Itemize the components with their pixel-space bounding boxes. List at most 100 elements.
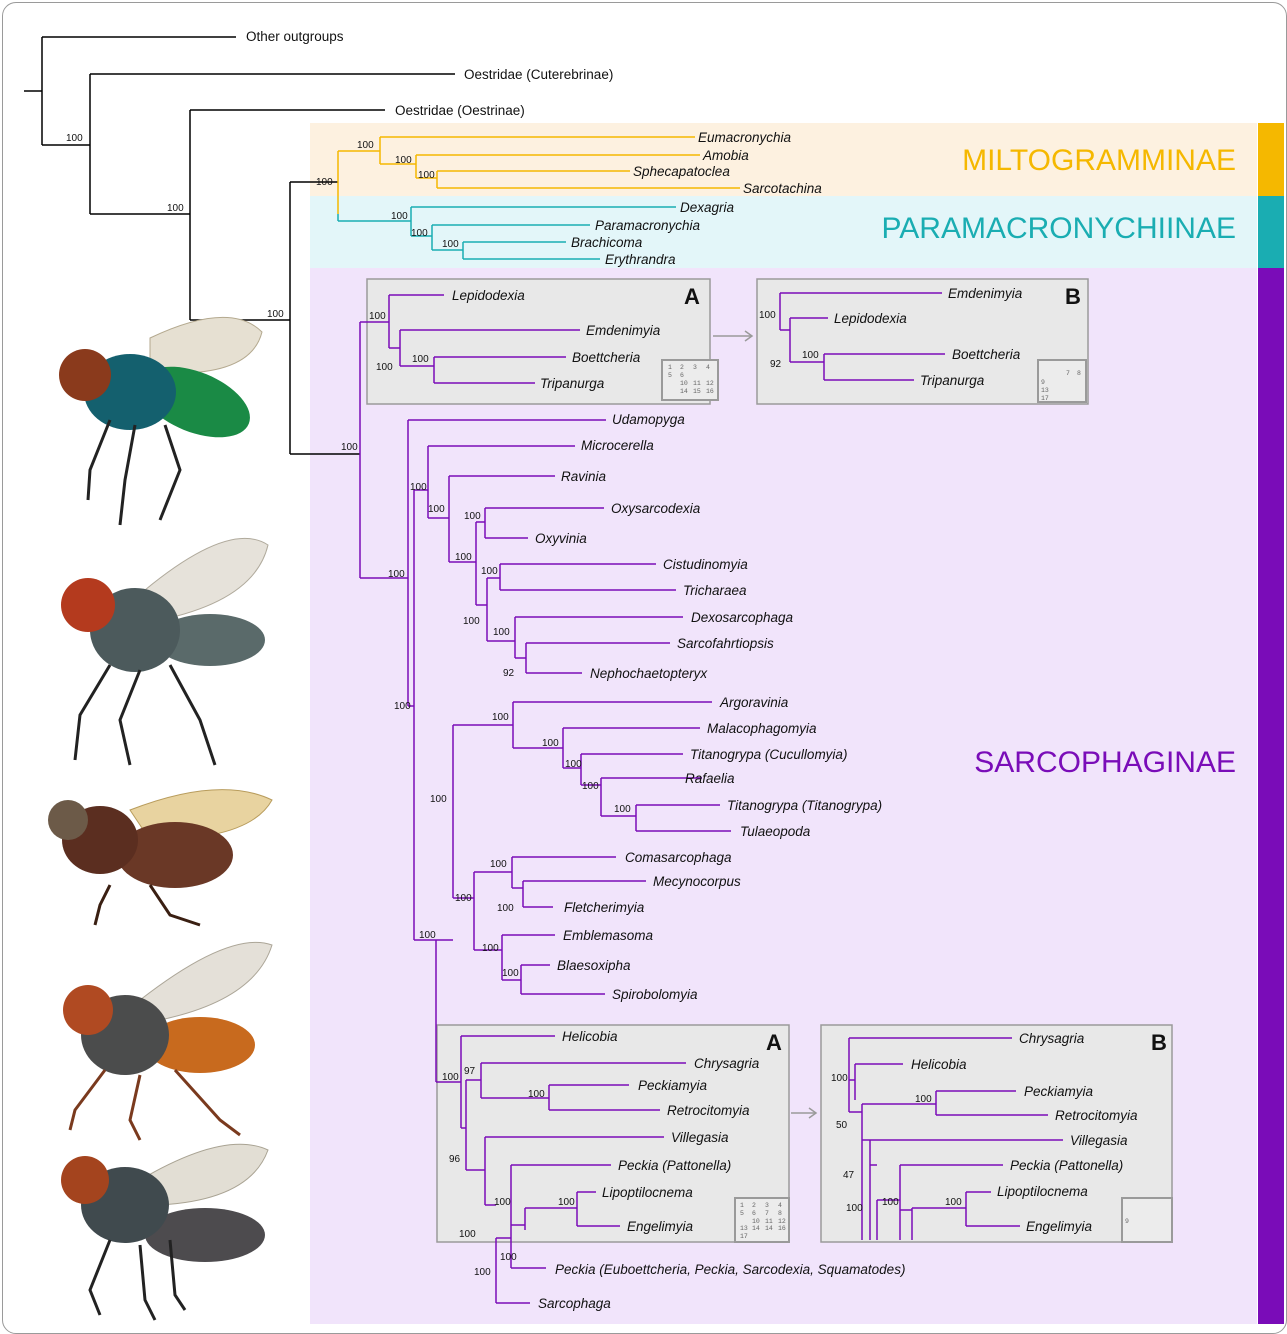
- svg-text:13: 13: [1041, 387, 1049, 394]
- svg-text:6: 6: [680, 372, 684, 379]
- taxon-label: Peckiamyia: [638, 1078, 708, 1093]
- fly-illustration-orange-abdomen: [63, 942, 272, 1140]
- taxon-label: Tripanurga: [920, 373, 985, 388]
- taxon-label: Sphecapatoclea: [633, 164, 730, 179]
- taxon-label: Titanogrypa (Cucullomyia): [690, 747, 847, 762]
- partition-grid-top-a: 1 2 3 4 5 6 10 11 12 14 15 16: [662, 360, 718, 400]
- support-value: 100: [497, 903, 514, 914]
- support-value: 97: [464, 1066, 476, 1077]
- miltogramminae-color-bar: [1258, 123, 1284, 196]
- support-value: 100: [410, 482, 427, 493]
- svg-text:15: 15: [693, 388, 701, 395]
- outgroup-label-oestrinae: Oestridae (Oestrinae): [395, 103, 525, 118]
- support-value: 100: [66, 133, 83, 144]
- support-value: 100: [463, 616, 480, 627]
- support-value: 100: [582, 781, 599, 792]
- svg-text:17: 17: [1041, 395, 1049, 402]
- taxon-label: Nephochaetopteryx: [590, 666, 708, 681]
- taxon-label: Blaesoxipha: [557, 958, 631, 973]
- inset-bottom-b-letter: B: [1151, 1030, 1167, 1055]
- support-value: 100: [542, 738, 559, 749]
- taxon-label: Engelimyia: [627, 1219, 694, 1234]
- taxon-label: Tripanurga: [540, 376, 605, 391]
- taxon-label: Chrysagria: [694, 1056, 760, 1071]
- fly-illustration-brown: [48, 790, 272, 925]
- svg-text:14: 14: [765, 1225, 773, 1232]
- svg-text:17: 17: [740, 1233, 748, 1240]
- support-value: 100: [388, 569, 405, 580]
- taxon-label: Dexosarcophaga: [691, 610, 794, 625]
- support-value: 100: [442, 239, 459, 250]
- taxon-label: Lipoptilocnema: [602, 1185, 693, 1200]
- support-value: 100: [369, 311, 386, 322]
- support-value: 100: [442, 1072, 459, 1083]
- svg-text:14: 14: [680, 388, 688, 395]
- svg-text:3: 3: [693, 364, 697, 371]
- taxon-label: Ravinia: [561, 469, 607, 484]
- support-value: 100: [316, 177, 333, 188]
- support-value: 100: [394, 701, 411, 712]
- taxon-label: Cistudinomyia: [663, 557, 748, 572]
- taxon-label: Helicobia: [562, 1029, 618, 1044]
- support-value: 100: [493, 627, 510, 638]
- svg-text:1: 1: [668, 364, 672, 371]
- support-value: 100: [846, 1203, 863, 1214]
- support-value: 100: [418, 170, 435, 181]
- support-value: 96: [449, 1154, 461, 1165]
- support-value: 100: [455, 893, 472, 904]
- support-value: 100: [419, 930, 436, 941]
- svg-text:12: 12: [778, 1218, 786, 1225]
- support-value: 100: [428, 504, 445, 515]
- svg-text:8: 8: [1077, 370, 1081, 377]
- taxon-label: Oxysarcodexia: [611, 501, 701, 516]
- svg-text:6: 6: [752, 1210, 756, 1217]
- taxon-label: Argoravinia: [719, 695, 789, 710]
- support-value: 100: [528, 1089, 545, 1100]
- taxon-label: Oxyvinia: [535, 531, 587, 546]
- fly-illustration-striped-gray: [61, 538, 268, 765]
- svg-text:16: 16: [778, 1225, 786, 1232]
- svg-text:8: 8: [778, 1210, 782, 1217]
- taxon-label: Brachicoma: [571, 235, 643, 250]
- taxon-label: Dexagria: [680, 200, 735, 215]
- svg-text:9: 9: [1125, 1218, 1129, 1225]
- taxon-label: Erythrandra: [605, 252, 676, 267]
- svg-text:5: 5: [668, 372, 672, 379]
- support-value: 100: [802, 350, 819, 361]
- svg-text:12: 12: [706, 380, 714, 387]
- support-value: 100: [341, 442, 358, 453]
- taxon-label: Rafaelia: [685, 771, 735, 786]
- taxon-label: Lepidodexia: [452, 288, 525, 303]
- support-value: 100: [357, 140, 374, 151]
- svg-text:4: 4: [778, 1202, 782, 1209]
- taxon-label: Udamopyga: [612, 412, 685, 427]
- support-value: 100: [502, 968, 519, 979]
- fly-illustration-metallic-green: [59, 317, 262, 525]
- svg-text:4: 4: [706, 364, 710, 371]
- support-value: 50: [836, 1120, 848, 1131]
- taxon-label: Lipoptilocnema: [997, 1184, 1088, 1199]
- outgroup-label-cuterebrinae: Oestridae (Cuterebrinae): [464, 67, 613, 82]
- svg-text:3: 3: [765, 1202, 769, 1209]
- svg-text:16: 16: [706, 388, 714, 395]
- taxon-label: Boettcheria: [572, 350, 641, 365]
- support-value: 100: [565, 759, 582, 770]
- taxon-label: Emdenimyia: [948, 286, 1023, 301]
- taxon-label: Villegasia: [671, 1130, 729, 1145]
- support-value: 100: [915, 1094, 932, 1105]
- support-value: 100: [167, 203, 184, 214]
- taxon-label: Sarcofahrtiopsis: [677, 636, 774, 651]
- taxon-label: Malacophagomyia: [707, 721, 817, 736]
- support-value: 100: [759, 310, 776, 321]
- support-value: 100: [482, 943, 499, 954]
- support-value: 100: [459, 1229, 476, 1240]
- taxon-label: Mecynocorpus: [653, 874, 741, 889]
- inset-top-a-letter: A: [684, 284, 700, 309]
- taxon-label: Villegasia: [1070, 1133, 1128, 1148]
- taxon-label: Engelimyia: [1026, 1219, 1093, 1234]
- svg-text:7: 7: [1066, 370, 1070, 377]
- support-value: 92: [770, 359, 782, 370]
- support-value: 100: [614, 804, 631, 815]
- support-value: 100: [395, 155, 412, 166]
- svg-text:13: 13: [740, 1225, 748, 1232]
